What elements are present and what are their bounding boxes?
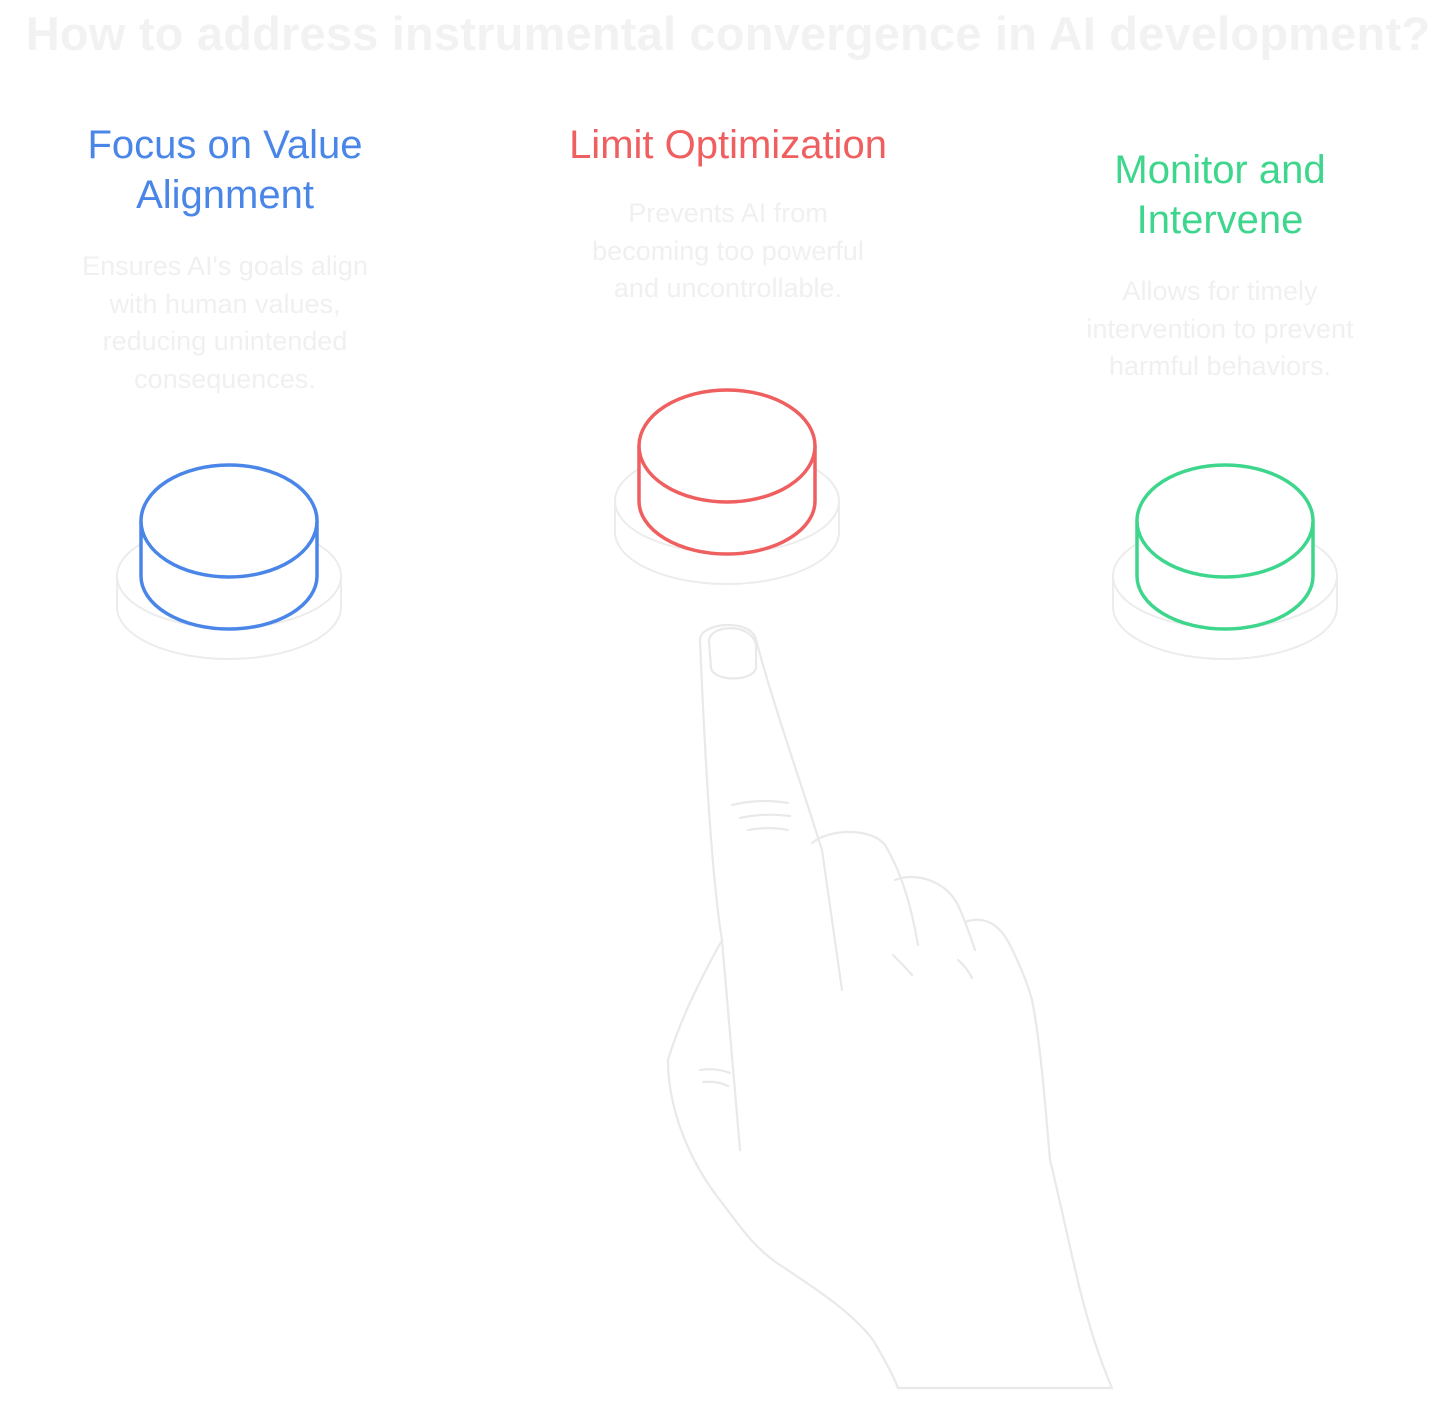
- option-limit-optimization: Limit Optimization Prevents AI from beco…: [548, 120, 908, 308]
- option-value-alignment: Focus on Value Alignment Ensures AI's go…: [50, 120, 400, 398]
- description-line: and uncontrollable.: [613, 273, 843, 303]
- push-button-icon[interactable]: [116, 463, 342, 660]
- description-line: Ensures AI's goals align: [82, 251, 368, 281]
- option-heading-line: Alignment: [136, 173, 314, 217]
- option-description: Ensures AI's goals align with human valu…: [50, 248, 400, 398]
- option-heading-line: Limit Optimization: [569, 123, 887, 167]
- description-line: intervention to prevent: [1086, 313, 1354, 344]
- diagram-title: How to address instrumental convergence …: [25, 7, 1431, 60]
- option-heading: Limit Optimization: [548, 120, 908, 170]
- option-heading-line: Focus on Value: [87, 123, 363, 167]
- description-line: reducing unintended: [102, 326, 348, 356]
- description-line: Allows for timely: [1122, 276, 1318, 306]
- option-heading: Focus on Value Alignment: [50, 120, 400, 220]
- option-heading-line: Monitor and: [1114, 148, 1326, 192]
- option-heading-line: Intervene: [1136, 198, 1304, 242]
- option-description: Prevents AI from becoming too powerful a…: [548, 195, 908, 308]
- option-heading: Monitor and Intervene: [1050, 145, 1390, 245]
- description-line: harmful behaviors.: [1108, 351, 1332, 381]
- option-description: Allows for timely intervention to preven…: [1050, 273, 1390, 386]
- description-line: Prevents AI from: [628, 198, 828, 228]
- push-button-icon[interactable]: [1112, 463, 1338, 660]
- description-line: with human values,: [109, 288, 341, 319]
- pointing-hand-icon: [666, 623, 1114, 1390]
- option-monitor-intervene: Monitor and Intervene Allows for timely …: [1050, 145, 1390, 386]
- description-line: consequences.: [134, 363, 316, 394]
- push-button-icon[interactable]: [614, 388, 840, 585]
- description-line: becoming too powerful: [592, 235, 864, 266]
